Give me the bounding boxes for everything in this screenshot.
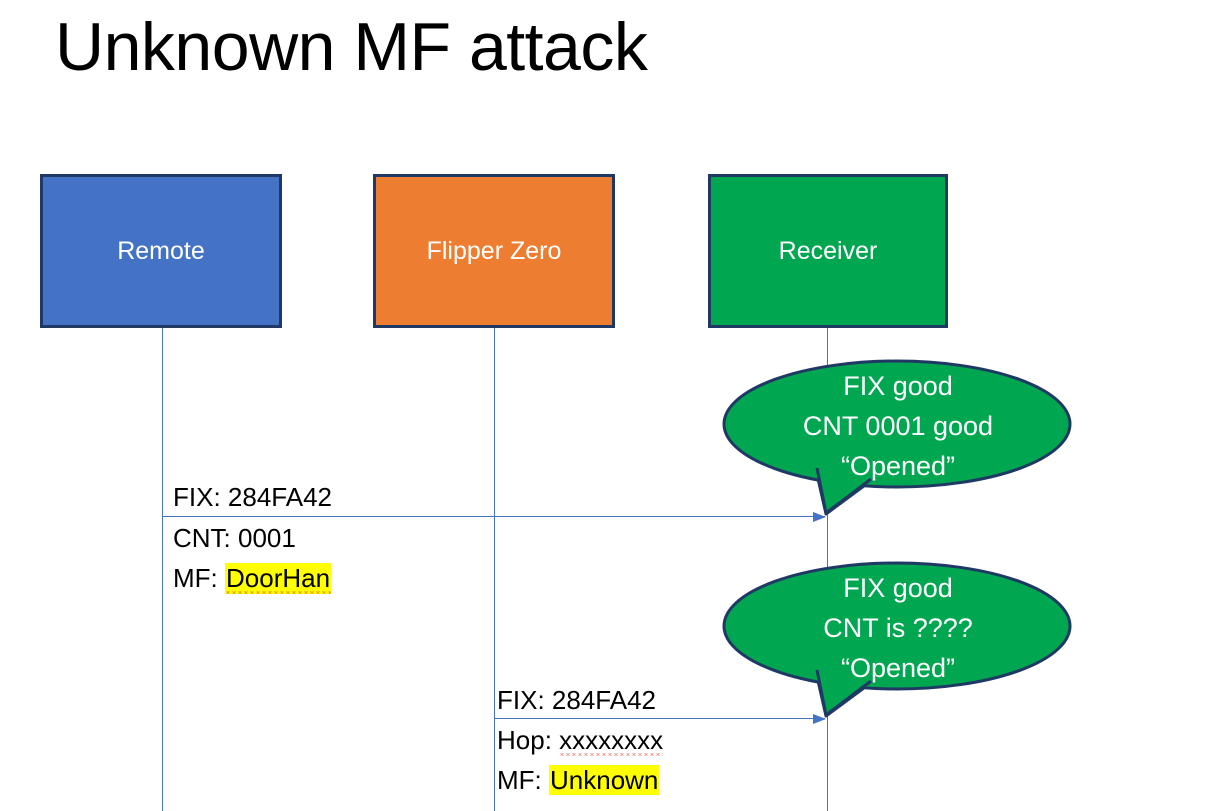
- message2-line-hop-value: xxxxxxxx: [559, 725, 664, 755]
- message2-line-hop-label: Hop:: [497, 725, 560, 755]
- message2-line-fix-value: 284FA42: [551, 685, 656, 715]
- message-line-cnt-label: CNT:: [173, 523, 238, 553]
- message-label-remote-to-receiver-body: CNT: 0001 MF: DoorHan: [173, 518, 331, 598]
- actor-box-remote[interactable]: Remote: [40, 174, 282, 328]
- message-arrow-remote-to-receiver: [163, 511, 826, 522]
- message-line-cnt-value: 0001: [238, 523, 296, 553]
- message-line-mf-value: DoorHan: [226, 563, 331, 593]
- message-line-cnt: CNT: 0001: [173, 518, 331, 558]
- callout-bubble-first[interactable]: FIX good CNT 0001 good “Opened”: [722, 358, 1074, 520]
- actor-box-flipper[interactable]: Flipper Zero: [373, 174, 615, 328]
- message-line-fix: FIX: 284FA42: [173, 477, 332, 517]
- page-title: Unknown MF attack: [55, 9, 648, 85]
- lifeline-remote: [162, 327, 163, 811]
- actor-label-receiver: Receiver: [778, 237, 878, 265]
- actor-box-receiver[interactable]: Receiver: [708, 174, 948, 328]
- message-arrow-flipper-to-receiver: [495, 713, 826, 724]
- callout-ellipse-first: [722, 359, 1072, 489]
- message-label-flipper-to-receiver-body: Hop: xxxxxxxx MF: Unknown: [497, 720, 664, 800]
- message-label-flipper-to-receiver: FIX: 284FA42: [497, 680, 656, 720]
- message2-line-fix: FIX: 284FA42: [497, 680, 656, 720]
- message-label-remote-to-receiver: FIX: 284FA42: [173, 477, 332, 517]
- message2-line-mf: MF: Unknown: [497, 760, 663, 800]
- message2-line-mf-label: MF:: [497, 765, 549, 795]
- message-line-mf-label: MF:: [173, 563, 225, 593]
- callout-tail-outline-second: [815, 669, 872, 717]
- message-line-fix-value: 284FA42: [227, 482, 332, 512]
- actor-label-remote: Remote: [117, 237, 205, 265]
- message-line-fix-label: FIX:: [173, 482, 228, 512]
- message2-line-mf-value: Unknown: [549, 765, 660, 795]
- message-line-mf: MF: DoorHan: [173, 558, 331, 598]
- message2-line-hop: Hop: xxxxxxxx: [497, 720, 664, 760]
- message2-line-fix-label: FIX:: [497, 685, 552, 715]
- callout-ellipse-second: [722, 561, 1072, 691]
- callout-bubble-second[interactable]: FIX good CNT is ???? “Opened”: [722, 560, 1074, 722]
- lifeline-flipper: [494, 327, 495, 811]
- actor-label-flipper: Flipper Zero: [426, 237, 562, 265]
- callout-tail-outline-first: [815, 467, 872, 515]
